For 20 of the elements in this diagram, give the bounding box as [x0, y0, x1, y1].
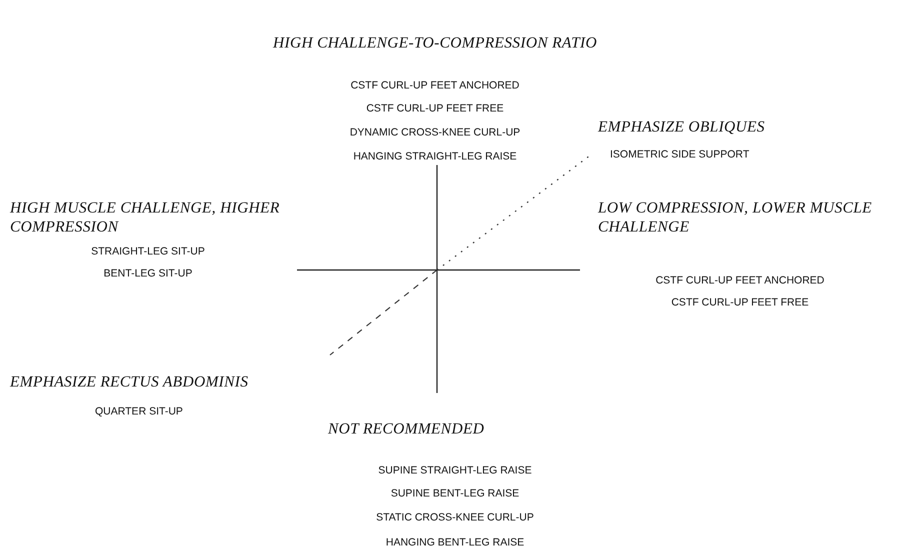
exercise-name: CSTF CURL-UP FEET FREE: [366, 102, 504, 116]
exercise-name: QUARTER SIT-UP: [95, 406, 183, 418]
quadrant-heading: LOW COMPRESSION, LOWER MUSCLE CHALLENGE: [598, 199, 873, 237]
quadrant-heading: EMPHASIZE RECTUS ABDOMINIS: [10, 374, 248, 392]
exercise-name: BENT-LEG SIT-UP: [104, 268, 192, 280]
exercise-name: SUPINE STRAIGHT-LEG RAISE: [378, 464, 532, 478]
exercise-name: STATIC CROSS-KNEE CURL-UP: [376, 512, 534, 524]
exercise-name: HANGING STRAIGHT-LEG RAISE: [353, 150, 517, 164]
exercise-name: CSTF CURL-UP FEET FREE: [671, 296, 809, 310]
exercise-name: CSTF CURL-UP FEET ANCHORED: [656, 274, 824, 288]
quadrant-heading: HIGH MUSCLE CHALLENGE, HIGHER COMPRESSION: [10, 199, 281, 237]
exercise-name: SUPINE BENT-LEG RAISE: [390, 488, 520, 500]
exercise-name: DYNAMIC CROSS-KNEE CURL-UP: [350, 126, 520, 140]
quadrant-heading: NOT RECOMMENDED: [328, 420, 484, 440]
exercise-name: HANGING BENT-LEG RAISE: [386, 536, 524, 550]
quadrant-heading: HIGH CHALLENGE-TO-COMPRESSION RATIO: [273, 34, 597, 54]
quadrant-heading: EMPHASIZE OBLIQUES: [598, 118, 765, 138]
exercise-name: ISOMETRIC SIDE SUPPORT: [610, 148, 750, 162]
exercise-name: STRAIGHT-LEG SIT-UP: [91, 246, 205, 258]
exercise-name: CSTF CURL-UP FEET ANCHORED: [350, 80, 520, 92]
